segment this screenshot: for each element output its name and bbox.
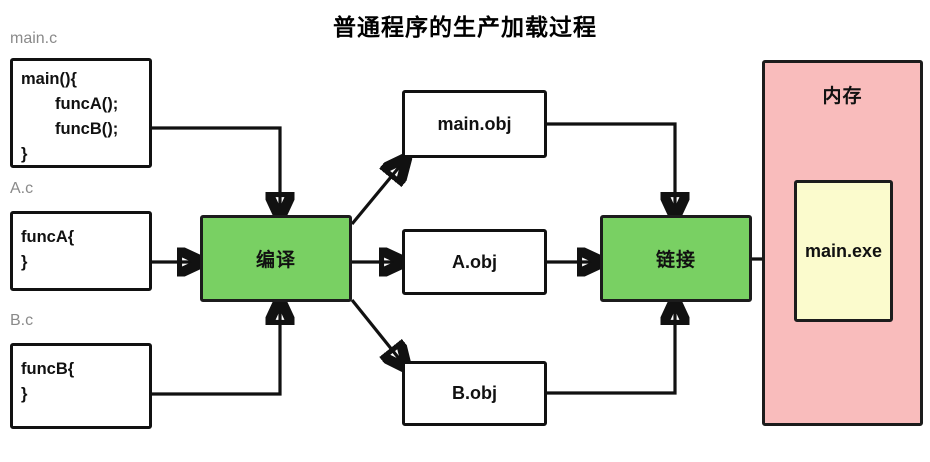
source-label-ac: A.c [10,180,34,197]
edge-compile-to-bobj [350,298,405,366]
code-line: main(){ [21,70,77,88]
edge-mainc-to-compile [152,126,280,215]
source-label-mainc: main.c [10,30,58,47]
page-title: 普通程序的生产加载过程 [333,14,597,40]
code-line: } [21,253,28,271]
code-line: } [21,385,28,403]
code-line: funcA{ [21,228,75,246]
edge-mainobj-to-link [547,122,675,215]
process-box-compile: 编译 [200,215,352,302]
edge-bc-to-compile [152,302,280,396]
object-box-aobj: A.obj [402,229,547,295]
source-box-bc: funcB{ } [10,343,152,429]
source-box-ac: funcA{ } [10,211,152,291]
memory-title: 内存 [822,86,863,107]
source-label-bc: B.c [10,312,34,329]
code-line: funcB(); [55,120,119,138]
code-line: funcA(); [55,95,119,113]
code-line: funcB{ [21,360,75,378]
edge-bobj-to-link [547,302,675,395]
object-box-bobj: B.obj [402,361,547,426]
code-line: } [21,145,28,163]
process-box-link: 链接 [600,215,752,302]
edge-compile-to-mainobj [350,160,405,226]
executable-box-mainexe: main.exe [794,180,893,322]
source-box-mainc: main(){ funcA(); funcB(); } [10,58,152,168]
object-box-mainobj: main.obj [402,90,547,158]
